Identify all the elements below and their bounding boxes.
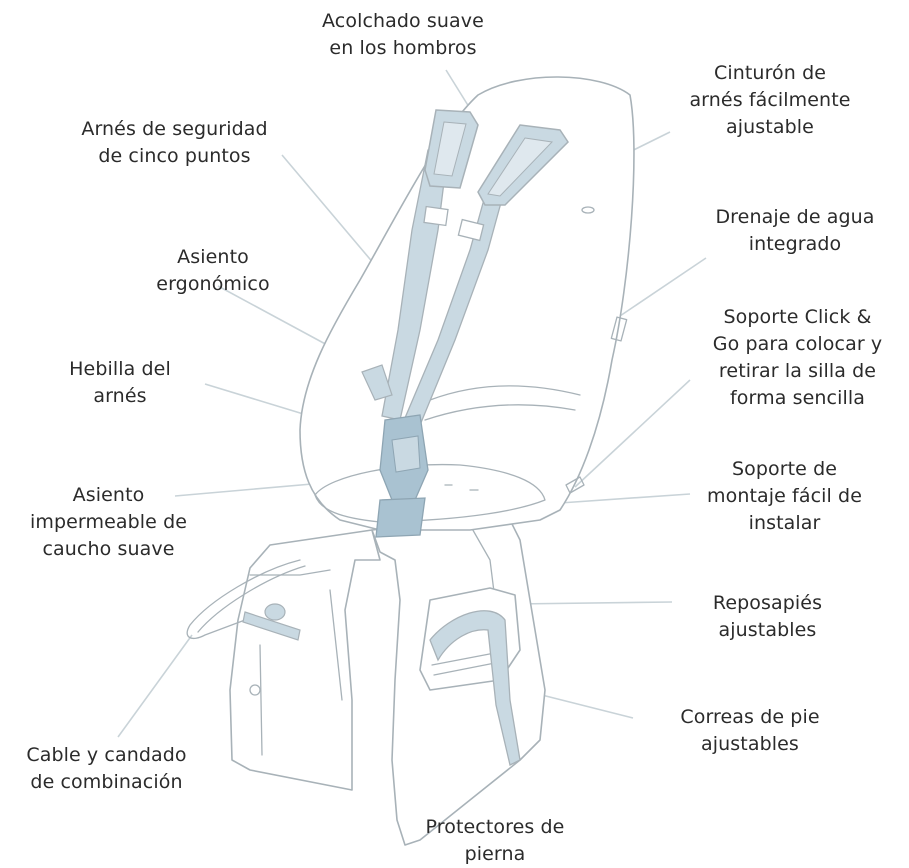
label-water-drainage: Drenaje de agua integrado [690,204,900,258]
label-line: de combinación [30,771,183,793]
cable-lock [186,559,301,639]
label-line: Correas de pie [680,706,820,728]
label-footrests: Reposapiés ajustables [680,590,855,644]
label-waterproof-seat: Asiento impermeable de caucho suave [6,482,211,563]
label-line: Soporte de [731,458,838,480]
label-click-go-support: Soporte Click & Go para colocar y retira… [690,304,905,412]
label-line: Go para colocar y [712,333,883,355]
label-line: arnés fácilmente [689,89,851,111]
label-leg-guards: Protectores de pierna [395,814,595,868]
label-line: Reposapiés [712,592,823,614]
left-leg-guard [229,529,381,791]
harness-straps [361,109,569,538]
label-cable-lock: Cable y candado de combinación [4,742,209,796]
label-line: Cinturón de [713,62,827,84]
leader-cable-lock [117,634,193,738]
label-line: integrado [748,233,842,255]
label-line: pierna [464,843,526,865]
label-line: de cinco puntos [98,145,251,167]
leader-water-drainage [616,257,707,319]
label-line: ajustables [701,733,799,755]
label-line: instalar [748,512,821,534]
label-ergonomic-seat: Asiento ergonómico [118,244,308,298]
label-line: Drenaje de agua [715,206,875,228]
label-line: en los hombros [329,37,477,59]
label-line: Soporte Click & [723,306,872,328]
label-line: ajustable [726,116,814,138]
leader-click-go [574,379,691,488]
label-line: ergonómico [156,273,270,295]
label-line: ajustables [718,619,817,641]
label-line: impermeable de [29,511,188,533]
leader-waterproof-seat [174,481,336,497]
leader-footrests [513,601,673,605]
label-shoulder-padding: Acolchado suave en los hombros [298,8,508,62]
label-foot-straps: Correas de pie ajustables [650,704,850,758]
label-line: retirar la silla de [718,360,877,382]
label-line: arnés [93,385,147,407]
leader-mounting-bracket [559,493,691,504]
label-harness-buckle: Hebilla del arnés [30,356,210,410]
label-line: Hebilla del [69,358,171,380]
label-line: montaje fácil de [706,485,862,507]
label-line: Cable y candado [26,744,187,766]
label-line: Asiento [177,246,249,268]
label-line: Arnés de seguridad [81,118,268,140]
label-five-point-harness: Arnés de seguridad de cinco puntos [52,116,297,170]
label-mounting-bracket: Soporte de montaje fácil de instalar [682,456,887,537]
label-line: Protectores de [425,816,565,838]
label-harness-belt: Cinturón de arnés fácilmente ajustable [655,60,885,141]
label-line: Acolchado suave [322,10,484,32]
label-line: caucho suave [42,538,175,560]
label-line: Asiento [72,484,145,506]
label-line: forma sencilla [730,387,865,409]
